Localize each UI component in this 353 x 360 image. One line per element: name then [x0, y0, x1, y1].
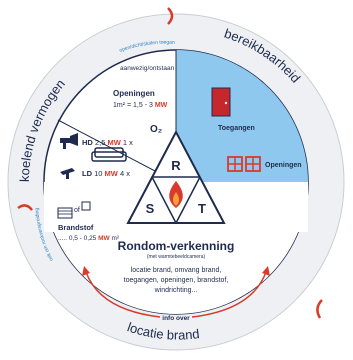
ld-text: LD 10 MW 4 x: [82, 169, 130, 178]
blue-quadrant: [176, 50, 308, 182]
toegangen-label: Toegangen: [218, 125, 255, 132]
couch-icon: [91, 147, 127, 162]
rondom-line-1: locatie brand, omvang brand,: [131, 267, 222, 274]
triangle-t: T: [198, 201, 206, 216]
connector-top: [167, 7, 174, 25]
openingen-title: Openingen: [113, 89, 155, 98]
arrow-left: [85, 271, 161, 318]
rondom-subtitle: (met warmtebeeldcamera): [147, 254, 206, 260]
rst-triangle: [126, 129, 226, 224]
brandstof-formula: ..... 0,5 - 0,25 MW m²: [58, 235, 120, 242]
rondom-line-3: windrichting...: [154, 287, 198, 294]
brandstof-icon: [57, 201, 91, 219]
hd-text: HD 2,5 MW 1 x: [82, 138, 133, 147]
connector-right: [316, 299, 323, 319]
triangle-r: R: [171, 158, 181, 173]
brandstof-title: Brandstof: [58, 223, 94, 232]
openingen-formula: 1m² = 1,5 - 3 MW: [113, 102, 168, 109]
bottom-area: [44, 182, 308, 314]
triangle-s: S: [146, 201, 155, 216]
door-icon: [211, 87, 231, 117]
brandstof-of: of: [74, 207, 80, 214]
window-icon: [227, 156, 261, 172]
arrow-right: [191, 271, 267, 318]
info-over-label: info over: [162, 315, 190, 322]
rondom-title: Rondom-verkenning: [118, 239, 235, 253]
openingen-right-label: Openingen: [265, 162, 302, 169]
openingen-status: aanwezig/ontstaan: [120, 65, 175, 72]
rondom-line-2: toegangen, openingen, brandstof,: [124, 277, 229, 284]
connector-left: [17, 204, 33, 211]
flame-icon: [169, 181, 183, 208]
ld-nozzle-icon: [60, 168, 75, 179]
o2-label: O₂: [150, 124, 162, 135]
hd-nozzle-icon: [60, 133, 78, 149]
